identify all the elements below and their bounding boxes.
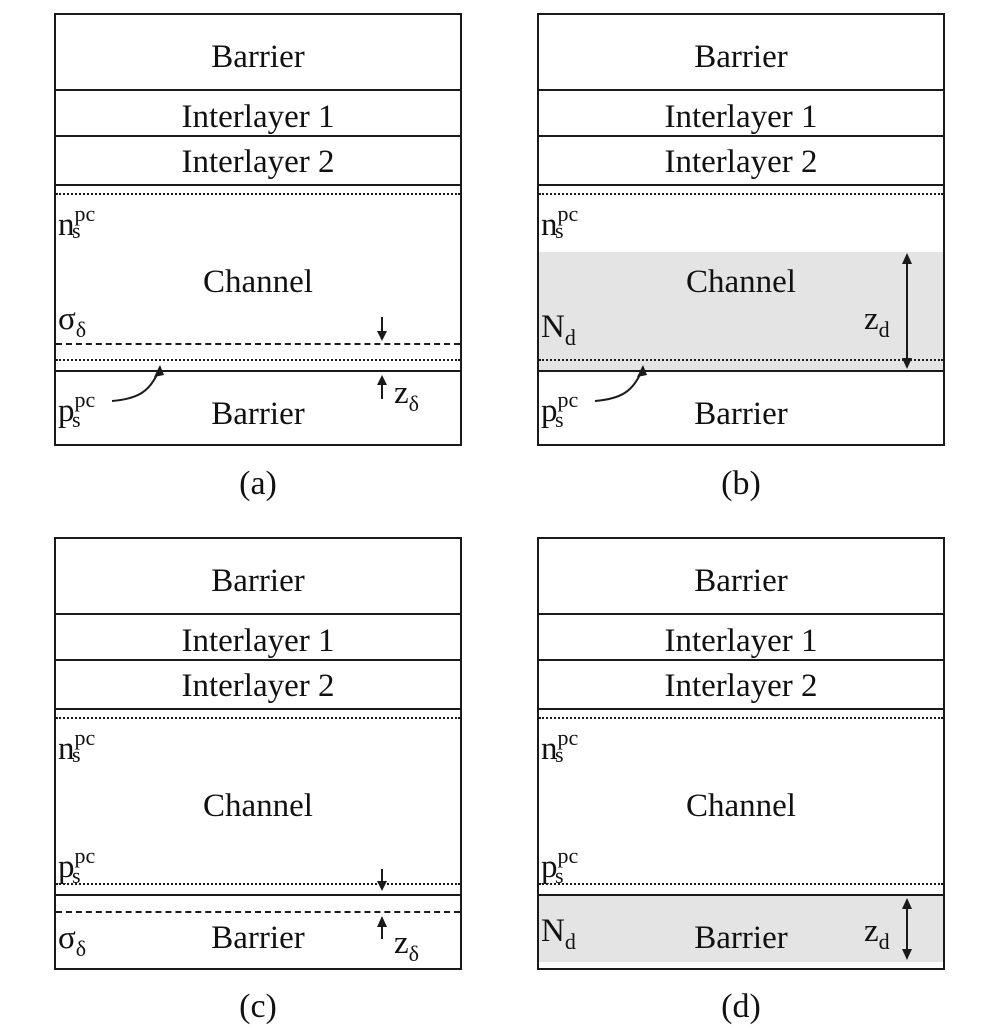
electron-sheet-line — [56, 193, 460, 195]
electron-sheet-sub: s — [555, 218, 564, 243]
doped-thickness-label: zd — [864, 913, 890, 954]
hole-sheet-sub: s — [72, 407, 81, 432]
interlayer1-interlayer2-boundary — [56, 659, 460, 661]
barrier-top-label: Barrier — [211, 563, 305, 599]
delta-doping-line — [56, 911, 460, 913]
electron-sheet-sub: s — [72, 742, 81, 767]
electron-sheet-label: npc — [541, 725, 579, 767]
interlayer1-label: Interlayer 1 — [664, 99, 818, 135]
panel-c: Barrier Interlayer 1 Interlayer 2 npc s … — [54, 537, 462, 970]
hole-sheet-line — [539, 359, 943, 361]
barrier-top-label: Barrier — [694, 563, 788, 599]
hole-sheet-line — [56, 359, 460, 361]
hole-sheet-label: ppc — [541, 843, 579, 885]
barrier-interlayer1-boundary — [539, 89, 943, 91]
electron-sheet-label: npc — [541, 201, 579, 243]
delta-doping-label: σδ — [58, 920, 87, 961]
caption-c: (c) — [239, 988, 277, 1025]
interlayer1-interlayer2-boundary — [56, 135, 460, 137]
interlayer2-channel-boundary — [56, 184, 460, 186]
bulk-doped-region — [539, 252, 943, 370]
hole-sheet-label: ppc — [58, 387, 96, 429]
interlayer1-interlayer2-boundary — [539, 135, 943, 137]
doped-thickness-label: zd — [864, 301, 890, 342]
interlayer2-channel-boundary — [539, 184, 943, 186]
panel-c-arrows — [377, 869, 387, 939]
hole-sheet-label: ppc — [541, 387, 579, 429]
delta-distance-label: zδ — [394, 925, 420, 966]
barrier-top-label: Barrier — [211, 39, 305, 75]
interlayer2-label: Interlayer 2 — [181, 668, 335, 704]
barrier-bottom-label: Barrier — [211, 920, 305, 956]
interlayer2-label: Interlayer 2 — [664, 668, 818, 704]
panel-d: Barrier Interlayer 1 Interlayer 2 npc s … — [537, 537, 945, 970]
electron-sheet-line — [539, 717, 943, 719]
hole-sheet-sub: s — [72, 863, 81, 888]
interlayer1-label: Interlayer 1 — [664, 623, 818, 659]
channel-barrier-boundary — [539, 370, 943, 372]
panel-b-arrows — [594, 253, 912, 402]
barrier-bottom-label: Barrier — [694, 920, 788, 956]
panel-a: Barrier Interlayer 1 Interlayer 2 npc s … — [54, 13, 462, 446]
hole-sheet-label: ppc — [58, 843, 96, 885]
electron-sheet-line — [539, 193, 943, 195]
interlayer1-label: Interlayer 1 — [181, 623, 335, 659]
hole-sheet-pointer — [111, 366, 161, 402]
channel-label: Channel — [203, 788, 313, 824]
delta-doping-label: σδ — [58, 301, 87, 342]
caption-d: (d) — [721, 988, 761, 1025]
interlayer2-label: Interlayer 2 — [664, 144, 818, 180]
channel-barrier-boundary — [539, 894, 943, 896]
panel-b: Barrier Interlayer 1 Interlayer 2 npc s … — [537, 13, 945, 446]
interlayer2-channel-boundary — [539, 708, 943, 710]
interlayer1-interlayer2-boundary — [539, 659, 943, 661]
interlayer1-label: Interlayer 1 — [181, 99, 335, 135]
hole-sheet-pointer — [594, 366, 644, 402]
bulk-doped-region — [539, 896, 943, 962]
delta-distance-label: zδ — [394, 375, 420, 416]
electron-sheet-line — [56, 717, 460, 719]
hole-sheet-sub: s — [555, 407, 564, 432]
channel-label: Channel — [686, 788, 796, 824]
barrier-bottom-label: Barrier — [694, 396, 788, 432]
electron-sheet-label: npc — [58, 201, 96, 243]
delta-distance-arrowhead-bottom — [377, 375, 387, 385]
barrier-top-label: Barrier — [694, 39, 788, 75]
hole-sheet-line — [539, 883, 943, 885]
barrier-interlayer1-boundary — [539, 613, 943, 615]
electron-sheet-label: npc — [58, 725, 96, 767]
caption-b: (b) — [721, 465, 761, 502]
hole-sheet-sub: s — [555, 863, 564, 888]
electron-sheet-sub: s — [72, 218, 81, 243]
channel-barrier-boundary — [56, 894, 460, 896]
barrier-interlayer1-boundary — [56, 613, 460, 615]
interlayer2-channel-boundary — [56, 708, 460, 710]
barrier-bottom-label: Barrier — [211, 396, 305, 432]
electron-sheet-sub: s — [555, 742, 564, 767]
channel-barrier-boundary — [56, 370, 460, 372]
interlayer2-label: Interlayer 2 — [181, 144, 335, 180]
delta-doping-line — [56, 343, 460, 345]
barrier-interlayer1-boundary — [56, 89, 460, 91]
hole-sheet-line — [56, 883, 460, 885]
delta-distance-arrowhead-top — [377, 331, 387, 341]
doping-density-label: Nd — [541, 309, 576, 350]
caption-a: (a) — [239, 465, 277, 502]
channel-label: Channel — [203, 264, 313, 300]
channel-label: Channel — [686, 264, 796, 300]
doping-density-label: Nd — [541, 913, 576, 954]
